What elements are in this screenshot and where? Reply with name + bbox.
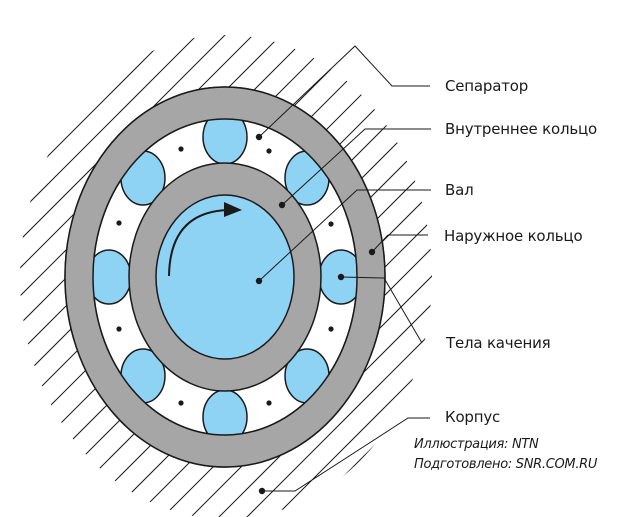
label-housing: Корпус — [445, 408, 501, 426]
shaft — [155, 194, 295, 360]
arrowhead-icon — [224, 202, 242, 217]
separator-dot — [266, 148, 272, 154]
leader-lines — [255, 45, 431, 495]
leader-dot — [255, 133, 263, 141]
separator-dot — [178, 146, 184, 152]
separator-dot — [266, 400, 272, 406]
leader-line — [281, 128, 431, 206]
hatch-line — [20, 35, 233, 517]
hatch-line — [20, 35, 261, 517]
label-rolling-elements: Тела качения — [446, 334, 551, 352]
separator-dot — [178, 400, 184, 406]
hatch-line — [271, 35, 432, 517]
separator-dot — [328, 221, 334, 227]
leader-line — [258, 189, 431, 282]
leader-line — [340, 276, 423, 344]
label-shaft: Вал — [445, 181, 474, 199]
separator-dot — [116, 326, 122, 332]
hatch-line — [20, 35, 205, 517]
label-separator: Сепаратор — [445, 77, 529, 95]
leader-line — [258, 45, 430, 138]
rotation-arrow-icon — [168, 209, 229, 277]
label-outer-ring: Наружное кольцо — [444, 227, 583, 245]
leader-dot — [255, 277, 263, 285]
separator-dot — [116, 220, 122, 226]
hatch-line — [20, 35, 289, 517]
label-inner-ring: Внутреннее кольцо — [445, 120, 597, 138]
separator-dot — [328, 326, 334, 332]
leader-dot — [278, 201, 286, 209]
leader-line — [371, 234, 428, 253]
credit-illustration: Иллюстрация: NTN — [414, 437, 539, 452]
bearing — [64, 86, 386, 468]
leader-line — [262, 417, 430, 492]
hatch-line — [243, 35, 432, 517]
credit-prepared: Подготовлено: SNR.COM.RU — [414, 457, 598, 472]
leader-dot — [258, 487, 266, 495]
leader-dot — [337, 273, 345, 281]
leader-dot — [368, 248, 376, 256]
